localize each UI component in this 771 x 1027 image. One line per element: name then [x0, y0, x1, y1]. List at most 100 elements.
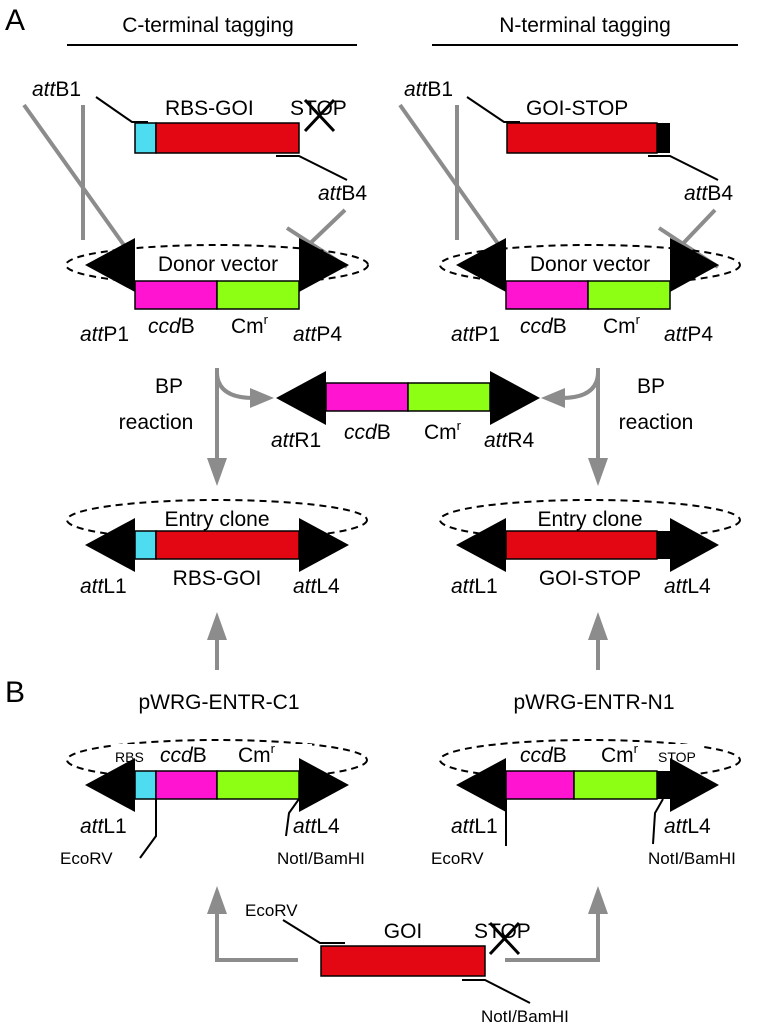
entr-c1-label-bg	[112, 744, 312, 768]
entry-clone-ellipse-right	[439, 499, 741, 541]
ccdb-label-c1: ccdB	[160, 744, 207, 767]
donor-vector-label-right: Donor vector	[530, 253, 650, 276]
ecorv-leader-c1	[139, 799, 157, 859]
notbam-label-n1: NotI/BamHI	[648, 849, 736, 868]
bottom-arrowhead-left	[207, 886, 227, 914]
cloning-arrowhead-right	[588, 612, 608, 640]
cmr-box-byproduct	[407, 382, 491, 412]
ccdb-label-donor-left: ccdB	[148, 315, 195, 338]
byproduct-arrowhead-left	[250, 388, 274, 408]
attl4-triangle-right	[670, 518, 719, 572]
attl1-label-entry-right: attL1	[451, 575, 498, 598]
bp-reaction-line2-left: reaction	[119, 411, 194, 434]
entry-insert-label-right: GOI-STOP	[539, 567, 641, 590]
attp4-label-right: attP4	[664, 323, 713, 346]
goi-box-bottom	[320, 945, 486, 977]
attp4-triangle-left	[299, 238, 349, 292]
attp1-triangle-right	[456, 238, 506, 292]
attr1-label: attR1	[271, 429, 321, 452]
recombination-line-right-1	[398, 103, 503, 250]
notbam-label-c1: NotI/BamHI	[277, 849, 365, 868]
attp1-label-right: attP1	[451, 323, 500, 346]
rbs-box-c1	[134, 770, 157, 800]
cmr-box-donor-left	[216, 280, 300, 310]
cmr-box-n1	[573, 770, 658, 800]
donor-vector-ellipse-left	[65, 244, 369, 286]
attl4-label-c1: attL4	[293, 815, 340, 838]
attl1-triangle-right	[456, 518, 506, 572]
attl4-triangle-n1	[670, 758, 719, 812]
stop-box-entry	[657, 531, 670, 559]
panel-label-a: A	[5, 4, 25, 37]
cmr-label-donor-left: Cmr	[231, 312, 269, 338]
attb1-leader-right	[466, 96, 520, 123]
attb1-label-right: attB1	[404, 78, 453, 101]
donor-label-bg-right	[512, 250, 672, 276]
attl1-triangle-c1	[85, 758, 135, 812]
cmr-label-c1: Cmr	[238, 741, 276, 767]
stop-cross-mark-top	[303, 98, 336, 133]
goi-label-bottom: GOI	[384, 920, 423, 943]
recombination-line-left-1	[22, 103, 128, 250]
attb1-leader-left	[95, 96, 148, 123]
attl4-label-entry-left: attL4	[293, 575, 340, 598]
entry-insert-label-left: RBS-GOI	[173, 567, 262, 590]
notbam-leader-goi	[462, 979, 531, 1004]
notbam-leader-n1	[652, 798, 664, 845]
plasmid-label-n1: pWRG-ENTR-N1	[514, 691, 675, 714]
panel-label-b: B	[5, 676, 25, 709]
attl1-triangle-n1	[456, 758, 506, 812]
stop-cross-mark-bottom	[488, 921, 521, 956]
entry-clone-ellipse-left	[66, 499, 368, 541]
rbs-small-label: RBS	[115, 749, 144, 765]
bp-arrowhead-right	[588, 458, 608, 486]
donor-vector-label-left: Donor vector	[158, 253, 278, 276]
ccdb-label-byproduct: ccdB	[344, 421, 391, 444]
ccdb-label-donor-right: ccdB	[520, 315, 567, 338]
rbs-box-entry	[134, 530, 157, 560]
rbs-box-top	[134, 122, 157, 154]
ccdb-box-byproduct	[325, 382, 409, 412]
attp1-label-left: attP1	[80, 323, 129, 346]
entr-n1-ellipse	[439, 739, 741, 781]
donor-label-bg-left	[140, 250, 300, 276]
bp-arrowhead-left	[207, 458, 227, 486]
attb4-label-left: attB4	[318, 182, 367, 205]
cmr-label-n1: Cmr	[601, 741, 639, 767]
attp1-triangle-left	[85, 238, 135, 292]
attb1-label-left: attB1	[32, 78, 81, 101]
stop-box-n1	[657, 771, 670, 799]
entry-label-bg-right	[516, 505, 664, 531]
entry-clone-label-left: Entry clone	[164, 508, 269, 531]
attb4-label-right: attB4	[684, 182, 733, 205]
cmr-box-c1	[216, 770, 300, 800]
attp4-triangle-right	[670, 238, 719, 292]
goi-box-entry-left	[155, 530, 300, 560]
attl4-triangle-left	[299, 518, 349, 572]
bp-reaction-line2-right: reaction	[619, 411, 694, 434]
ecorv-label-c1: EcoRV	[60, 849, 113, 868]
goi-box-top-left	[155, 122, 300, 154]
attl4-label-entry-right: attL4	[664, 575, 711, 598]
attb4-leader-left	[276, 155, 348, 181]
goi-box-top-right	[506, 122, 658, 154]
goi-box-entry-right	[505, 530, 658, 560]
bottom-arrows	[215, 910, 600, 962]
plasmid-label-c1: pWRG-ENTR-C1	[139, 691, 300, 714]
donor-vector-ellipse-right	[439, 244, 741, 286]
ccdb-label-n1: ccdB	[520, 744, 567, 767]
stop-box-top	[657, 123, 670, 153]
ecorv-leader-goi	[282, 919, 345, 944]
notbam-leader-c1	[285, 798, 300, 837]
entry-clone-label-right: Entry clone	[537, 508, 642, 531]
cmr-label-byproduct: Cmr	[424, 418, 462, 444]
ccdb-box-donor-right	[505, 280, 589, 310]
ecorv-label-n1: EcoRV	[431, 849, 484, 868]
header-n-terminal: N-terminal tagging	[499, 14, 671, 37]
attr4-label: attR4	[484, 429, 535, 452]
bp-arrows	[215, 368, 600, 462]
cmr-box-donor-right	[587, 280, 671, 310]
attr4-triangle	[490, 371, 540, 425]
cmr-label-donor-right: Cmr	[603, 312, 641, 338]
